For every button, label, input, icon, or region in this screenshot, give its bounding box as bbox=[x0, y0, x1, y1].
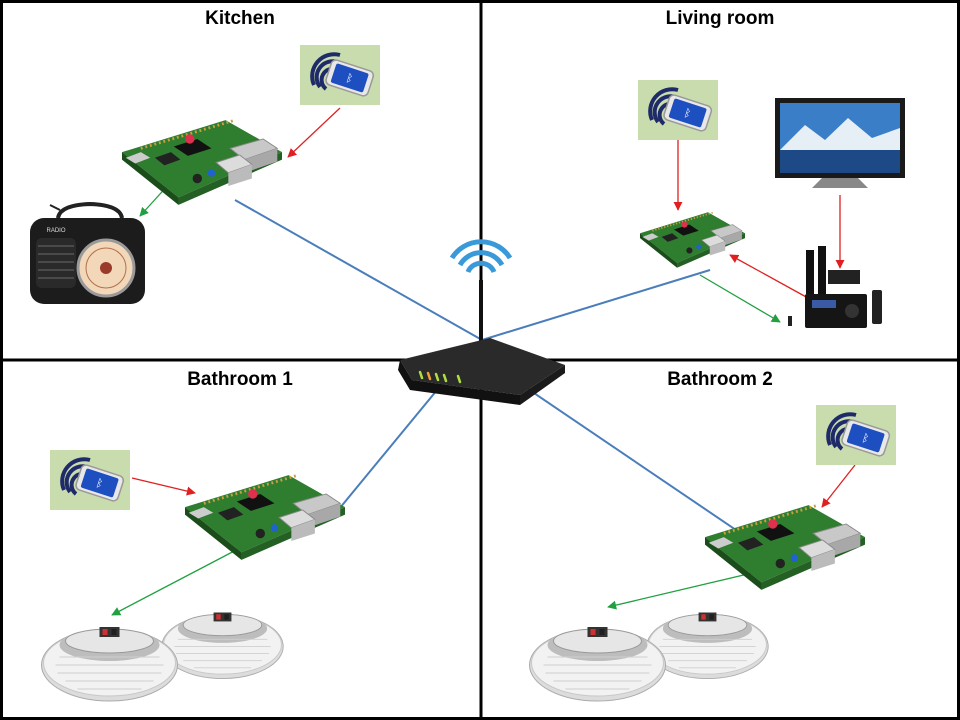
ceiling-speaker-icon bbox=[528, 626, 667, 702]
raspberry-pi-icon bbox=[705, 503, 865, 592]
ceiling-speaker-icon bbox=[161, 612, 284, 680]
raspberry-pi-icon bbox=[122, 118, 282, 207]
bathroom2-devices bbox=[528, 405, 896, 702]
room-title-bathroom1: Bathroom 1 bbox=[187, 369, 293, 390]
wifi-router-icon bbox=[398, 239, 565, 405]
bt-link-bathroom1 bbox=[131, 477, 196, 496]
raspberry-pi-icon bbox=[185, 473, 345, 562]
kitchen-devices: RADIO bbox=[30, 45, 380, 304]
tv-icon bbox=[775, 98, 905, 188]
bluetooth-phone-icon bbox=[50, 450, 130, 510]
bathroom1-devices bbox=[40, 450, 345, 702]
audio-link-bathroom1 bbox=[111, 547, 241, 616]
raspberry-pi-icon bbox=[640, 211, 745, 269]
bluetooth-phone-icon bbox=[816, 405, 896, 465]
room-title-living-room: Living room bbox=[665, 8, 775, 29]
network-link-living-room bbox=[481, 269, 711, 341]
audio-link-bathroom2 bbox=[607, 569, 766, 610]
bt-link-kitchen bbox=[287, 107, 341, 158]
audio-link-living-room bbox=[699, 274, 781, 323]
ceiling-speaker-icon bbox=[40, 626, 179, 702]
network-link-kitchen bbox=[234, 199, 483, 341]
bluetooth-phone-icon bbox=[638, 80, 718, 140]
living-room-devices bbox=[638, 80, 905, 328]
bluetooth-links bbox=[131, 107, 856, 508]
bluetooth-phone-icon bbox=[300, 45, 380, 105]
room-title-kitchen: Kitchen bbox=[205, 8, 275, 29]
radio-icon: RADIO bbox=[30, 201, 145, 304]
bt-link-bathroom2 bbox=[821, 464, 856, 508]
svg-text:RADIO: RADIO bbox=[46, 228, 65, 234]
bt-link-receiver-pi bbox=[729, 254, 809, 299]
room-title-bathroom2: Bathroom 2 bbox=[667, 369, 773, 390]
av-receiver-icon bbox=[788, 246, 882, 328]
